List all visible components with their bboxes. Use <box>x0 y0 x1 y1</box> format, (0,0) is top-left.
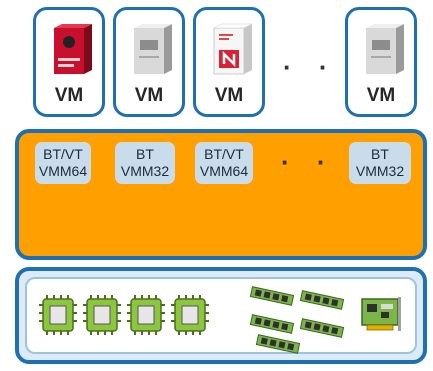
vmm-chip: BT/VT VMM64 <box>195 142 253 184</box>
vmm-type: VMM64 <box>199 163 249 179</box>
vmm-layer: BT/VT VMM64 BT VMM32 BT/VT VMM64 · · · B… <box>15 129 427 260</box>
hardware-layer <box>15 267 427 364</box>
vmm-chip: BT VMM32 <box>349 142 411 184</box>
ram-module-icon <box>299 290 345 310</box>
os-box-n-icon <box>213 23 253 75</box>
os-box-gray-icon <box>134 24 172 74</box>
vm-box: VM <box>345 7 417 117</box>
vmm-type: VMM64 <box>38 163 88 179</box>
cpu-icon <box>39 295 77 335</box>
vm-box: VM <box>33 7 105 117</box>
vmm-chip: BT VMM32 <box>115 142 175 184</box>
vm-label: VM <box>366 85 396 106</box>
cpu-icon <box>83 295 121 335</box>
ram-module-icon <box>249 286 295 306</box>
vmm-type: VMM32 <box>120 163 170 179</box>
cpu-icon <box>171 295 209 335</box>
vm-label: VM <box>214 85 244 106</box>
vm-label: VM <box>134 85 164 106</box>
ram-module-icon <box>249 314 295 334</box>
os-box-red-icon <box>54 24 92 74</box>
vmm-mode: BT <box>371 146 389 162</box>
ram-module-icon <box>255 334 301 354</box>
expansion-card-icon <box>361 297 401 331</box>
vmm-type: VMM32 <box>355 163 405 179</box>
vm-box: VM <box>113 7 185 117</box>
ram-module-icon <box>299 318 345 338</box>
os-box-gray-icon <box>366 24 404 74</box>
vmm-chip: BT/VT VMM64 <box>35 142 91 184</box>
cpu-icon <box>127 295 165 335</box>
vmm-ellipsis: · · · <box>281 147 372 177</box>
vmm-mode: BT/VT <box>204 146 244 162</box>
vm-box: VM <box>193 7 265 117</box>
vmm-mode: BT/VT <box>43 146 83 162</box>
hardware-panel <box>25 277 417 354</box>
vmm-mode: BT <box>136 146 154 162</box>
vm-label: VM <box>54 85 84 106</box>
